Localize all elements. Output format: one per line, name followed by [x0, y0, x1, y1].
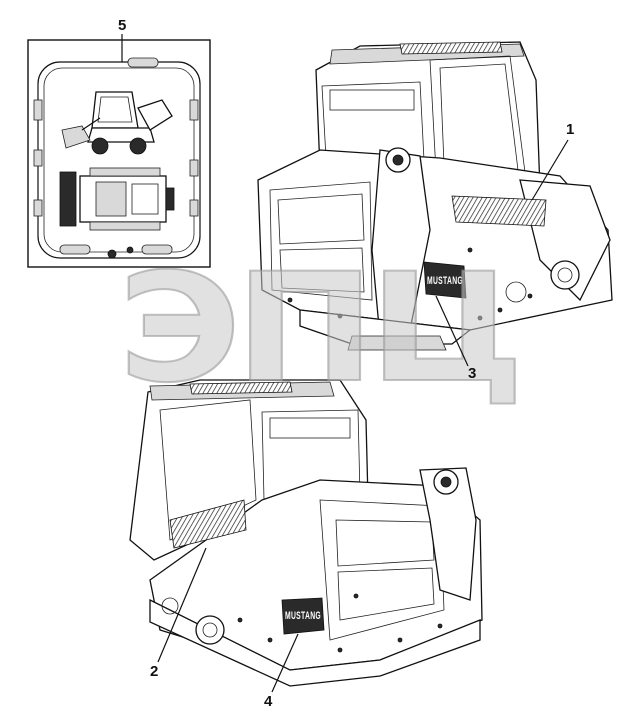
inset-loader-top-view	[59, 167, 175, 231]
rear-bolts	[287, 247, 533, 321]
inset-decal-panel	[27, 39, 211, 268]
callout-2: 2	[150, 547, 207, 680]
front-machine-view: MUSTANG	[129, 379, 483, 687]
front-bolts	[237, 593, 443, 653]
front-side-decal-hatched	[169, 499, 247, 549]
watermark-text: ЭПЦ	[118, 242, 518, 416]
rear-side-decal-hatched	[451, 195, 547, 227]
front-brand-decal: MUSTANG	[281, 597, 325, 635]
callout-4: 4	[264, 633, 299, 710]
front-lift-arm	[419, 467, 477, 601]
rear-machine-view: MUSTANG	[257, 41, 613, 351]
callout-label-2: 2	[150, 663, 158, 680]
callout-5: 5	[118, 17, 126, 62]
inset-track-items	[33, 57, 199, 259]
inset-loader-side-view	[61, 91, 173, 155]
callout-3: 3	[435, 295, 476, 382]
callout-label-3: 3	[468, 365, 476, 382]
callout-label-4: 4	[264, 693, 273, 710]
callout-label-1: 1	[566, 121, 574, 138]
inset-frame	[27, 39, 211, 268]
rear-brand-decal: MUSTANG	[423, 261, 467, 299]
rear-brand-text: MUSTANG	[427, 275, 463, 287]
callout-label-5: 5	[118, 17, 126, 34]
front-brand-text: MUSTANG	[285, 610, 321, 622]
callout-1: 1	[531, 121, 574, 201]
